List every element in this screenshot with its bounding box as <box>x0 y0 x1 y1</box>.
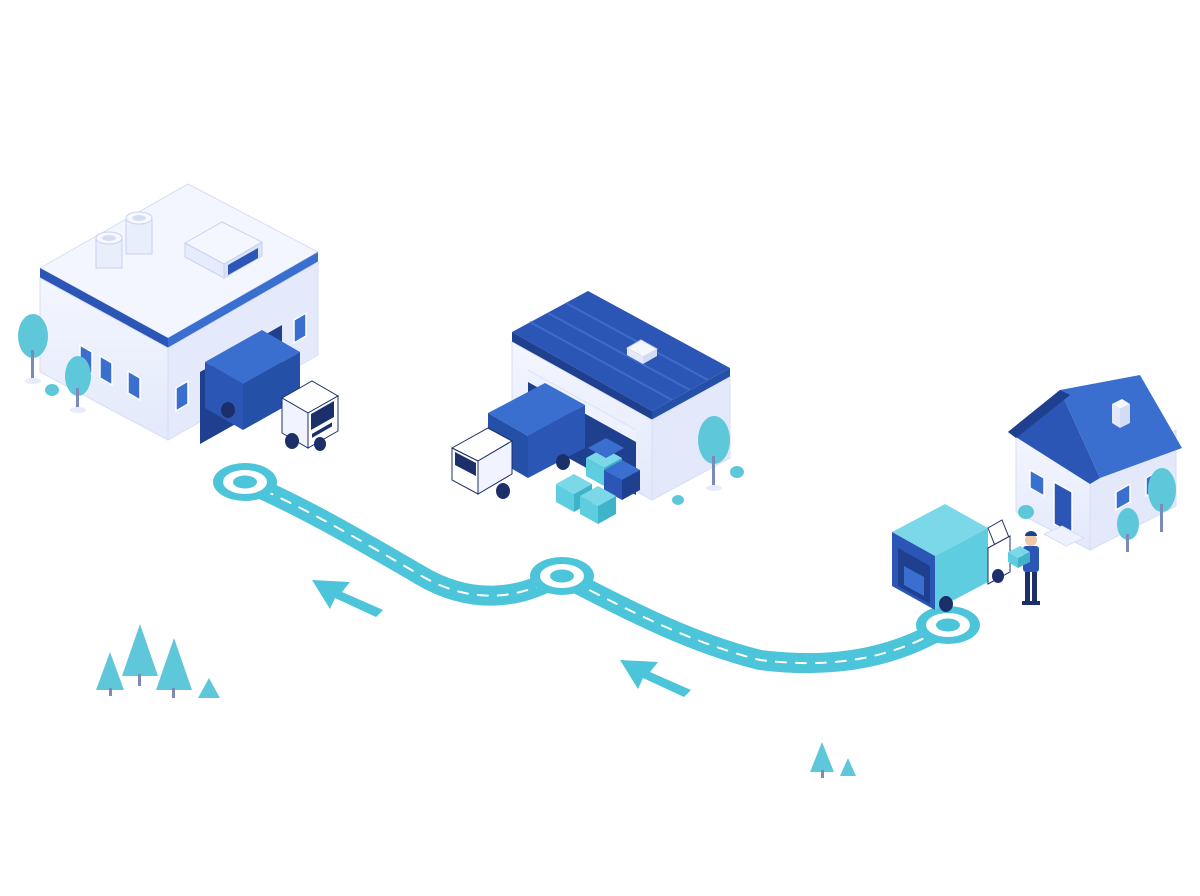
direction-arrow-icon <box>312 580 383 617</box>
tree-icon <box>18 314 48 384</box>
tree-icon <box>45 384 59 396</box>
tree-icon <box>1018 468 1176 552</box>
delivery-truck-icon <box>205 330 340 451</box>
roof-vent-icon <box>625 339 659 364</box>
direction-arrow-icon <box>620 660 691 697</box>
roof-tank-icon <box>95 211 153 269</box>
factory-windows <box>175 311 307 413</box>
factory-icon <box>38 183 320 444</box>
tree-icon <box>96 624 220 698</box>
tree-icon <box>65 356 91 413</box>
roof-unit-icon <box>183 221 264 279</box>
route-node-icon <box>916 606 980 644</box>
courier-person-icon <box>1008 531 1040 605</box>
delivery-truck-icon <box>892 504 1011 612</box>
house-icon <box>1008 375 1182 551</box>
delivery-truck-icon <box>450 383 585 499</box>
route-node-icon <box>530 557 594 595</box>
tree-icon <box>672 416 744 505</box>
chimney-icon <box>1112 399 1130 428</box>
tree-icon <box>810 742 856 778</box>
route-node-icon <box>213 463 277 501</box>
parcel-box-icon <box>556 438 640 524</box>
